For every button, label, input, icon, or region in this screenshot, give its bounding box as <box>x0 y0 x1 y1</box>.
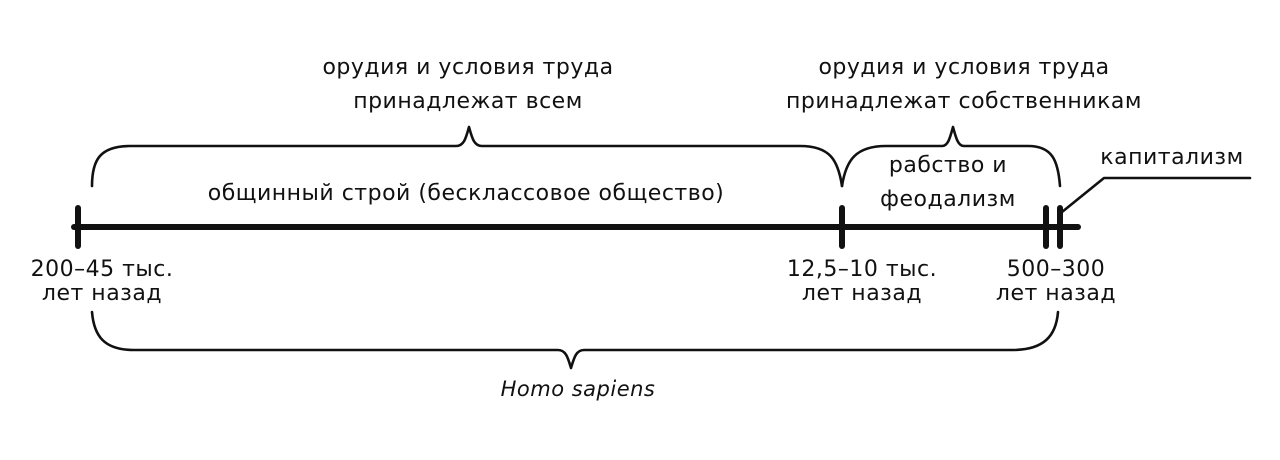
tick-middle-label-line1: 12,5–10 тыс. <box>787 257 937 282</box>
tick-start-label-line2: лет назад <box>42 281 162 306</box>
tick-recent-label-line1: 500–300 <box>1007 257 1105 282</box>
slavery-feudalism-label-line2: феодализм <box>880 187 1016 212</box>
tick-recent-label-line2: лет назад <box>996 281 1116 306</box>
common-ownership-caption-line2: принадлежат всем <box>353 89 583 114</box>
private-ownership-caption-line1: орудия и условия труда <box>818 55 1109 80</box>
homo-sapiens-label: Homo sapiens <box>501 377 656 401</box>
slavery-feudalism-label-line1: рабство и <box>889 153 1007 178</box>
tick-middle-label-line2: лет назад <box>802 281 922 306</box>
communal-system-label: общинный строй (бесклассовое общество) <box>208 181 725 206</box>
common-ownership-brace <box>90 125 844 188</box>
tick-start-label-line1: 200–45 тыс. <box>31 257 174 282</box>
capitalism-label: капитализм <box>1100 145 1243 170</box>
private-ownership-brace <box>840 125 1062 188</box>
homo-sapiens-brace <box>90 310 1060 370</box>
capitalism-pointer <box>1060 176 1252 214</box>
common-ownership-caption-line1: орудия и условия труда <box>322 55 613 80</box>
private-ownership-caption-line2: принадлежат собственникам <box>786 89 1142 114</box>
